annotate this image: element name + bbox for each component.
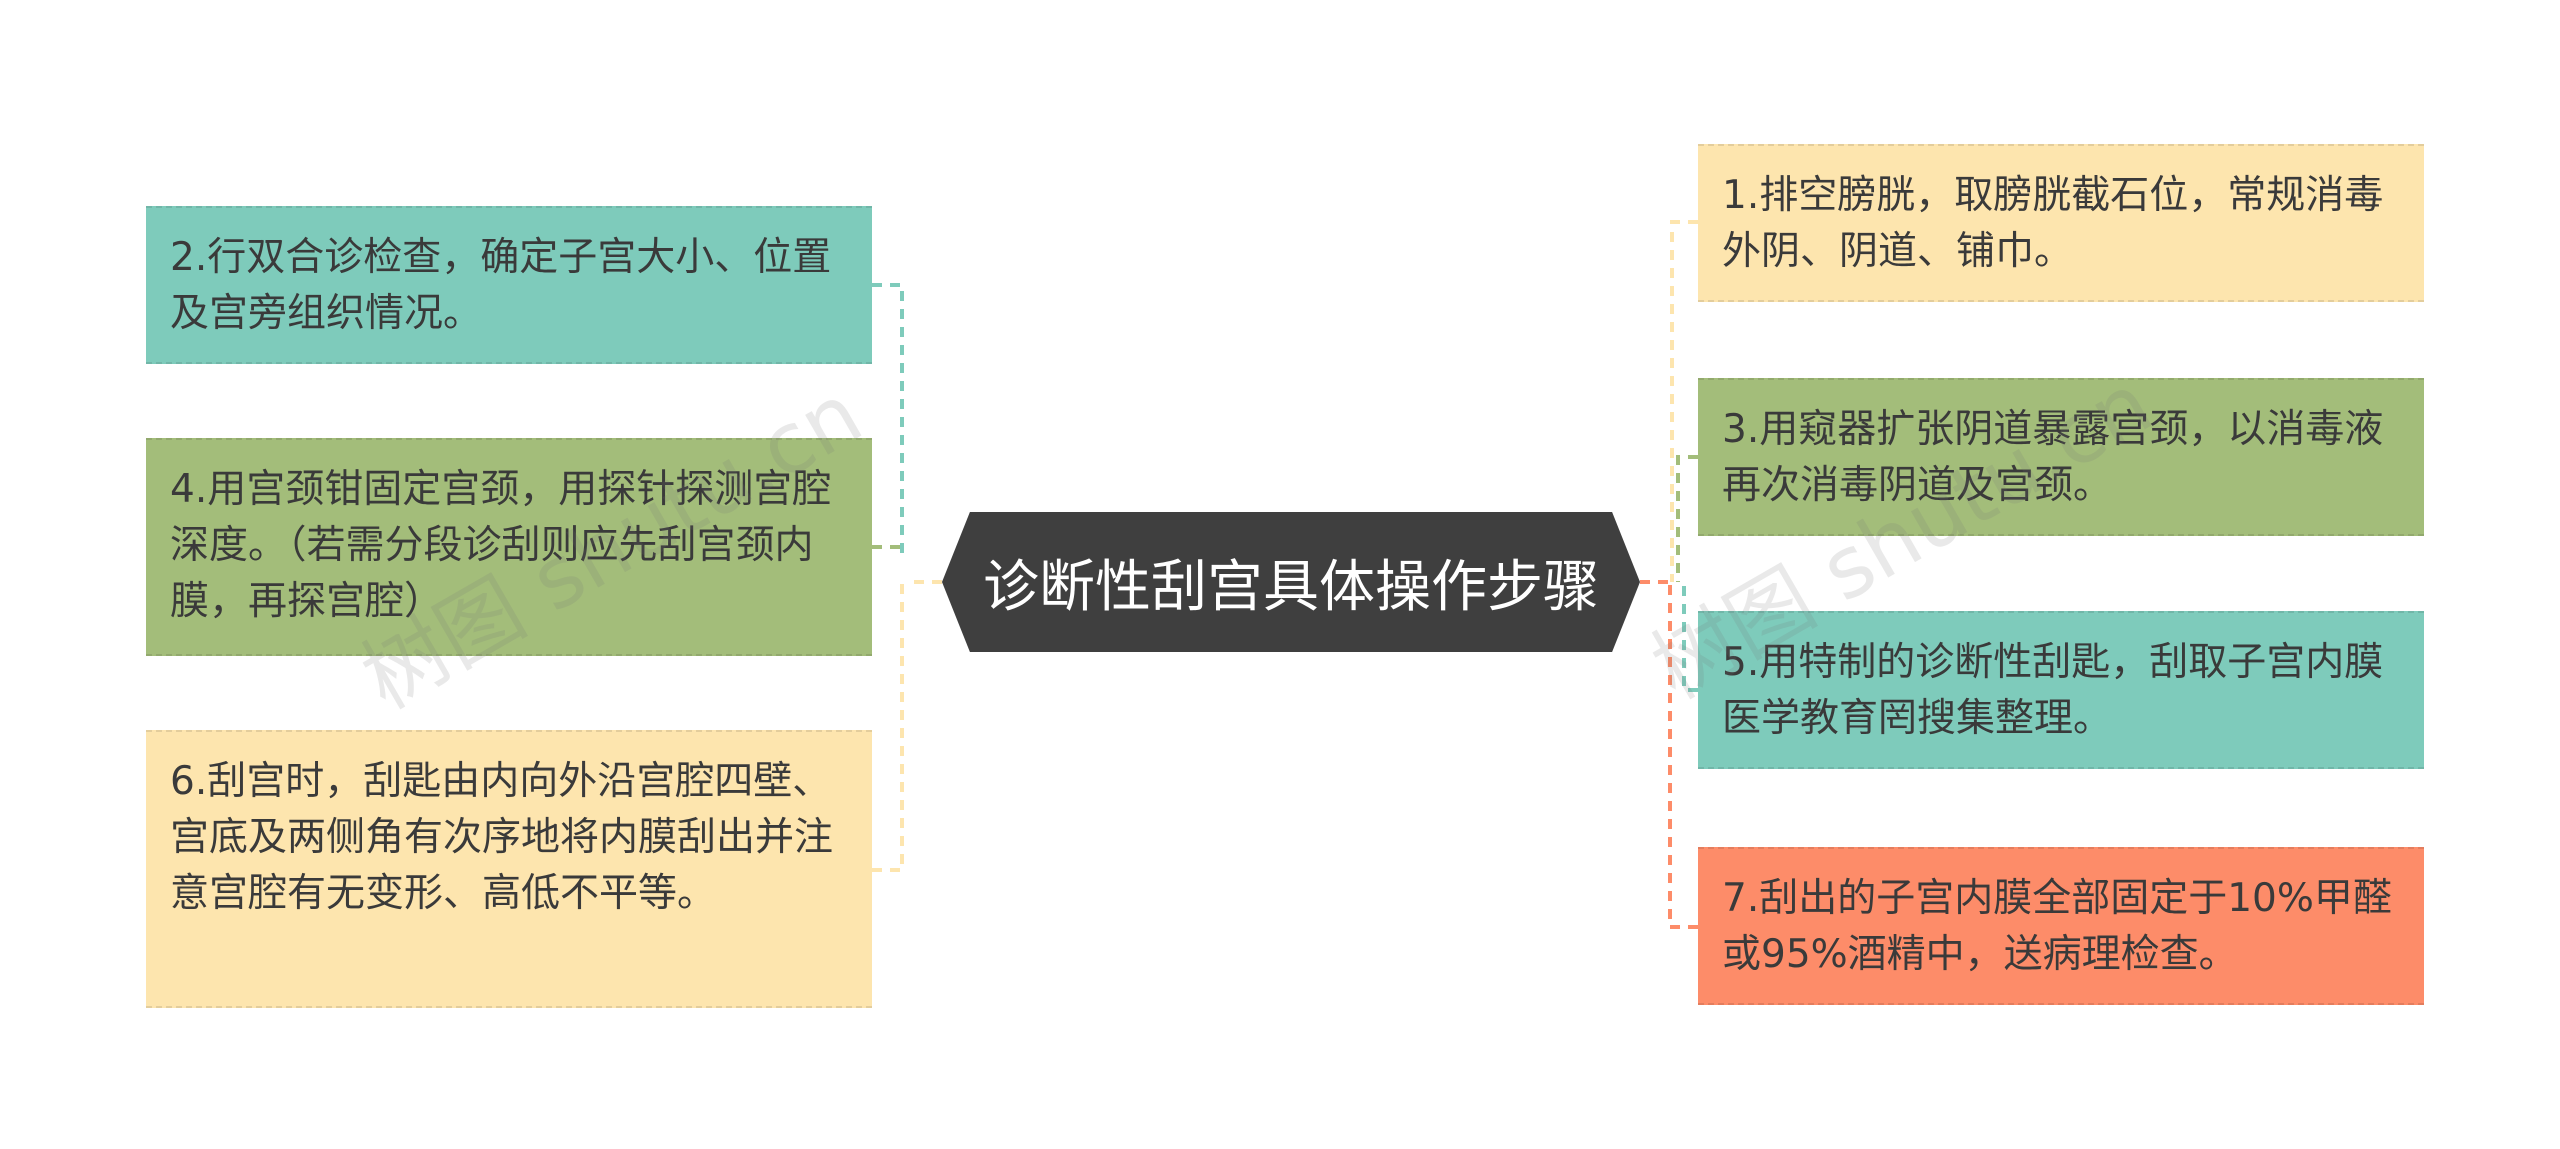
left-node-step-6[interactable]: 6.刮宫时，刮匙由内向外沿宫腔四壁、宫底及两侧角有次序地将内膜刮出并注意宫腔有无…: [146, 730, 872, 1008]
center-topic[interactable]: 诊断性刮宫具体操作步骤: [942, 512, 1640, 652]
right-node-step-5[interactable]: 5.用特制的诊断性刮匙，刮取子宫内膜医学教育罔搜集整理。: [1698, 611, 2424, 769]
left-node-step-2[interactable]: 2.行双合诊检查，确定子宫大小、位置及宫旁组织情况。: [146, 206, 872, 364]
node-text: 6.刮宫时，刮匙由内向外沿宫腔四壁、宫底及两侧角有次序地将内膜刮出并注意宫腔有无…: [170, 759, 834, 916]
node-text: 3.用窥器扩张阴道暴露宫颈，以消毒液再次消毒阴道及宫颈。: [1722, 407, 2384, 508]
node-text: 5.用特制的诊断性刮匙，刮取子宫内膜医学教育罔搜集整理。: [1722, 640, 2384, 741]
right-node-step-1[interactable]: 1.排空膀胱，取膀胱截石位，常规消毒外阴、阴道、铺巾。: [1698, 144, 2424, 302]
node-text: 4.用宫颈钳固定宫颈，用探针探测宫腔深度。（若需分段诊刮则应先刮宫颈内膜，再探宫…: [170, 467, 832, 624]
left-node-step-4[interactable]: 4.用宫颈钳固定宫颈，用探针探测宫腔深度。（若需分段诊刮则应先刮宫颈内膜，再探宫…: [146, 438, 872, 656]
node-text: 2.行双合诊检查，确定子宫大小、位置及宫旁组织情况。: [170, 235, 832, 336]
node-text: 1.排空膀胱，取膀胱截石位，常规消毒外阴、阴道、铺巾。: [1722, 173, 2384, 274]
node-text: 7.刮出的子宫内膜全部固定于10%甲醛或95%酒精中，送病理检查。: [1722, 876, 2392, 977]
center-topic-label: 诊断性刮宫具体操作步骤: [983, 554, 1599, 620]
right-node-step-3[interactable]: 3.用窥器扩张阴道暴露宫颈，以消毒液再次消毒阴道及宫颈。: [1698, 378, 2424, 536]
right-node-step-7[interactable]: 7.刮出的子宫内膜全部固定于10%甲醛或95%酒精中，送病理检查。: [1698, 847, 2424, 1005]
